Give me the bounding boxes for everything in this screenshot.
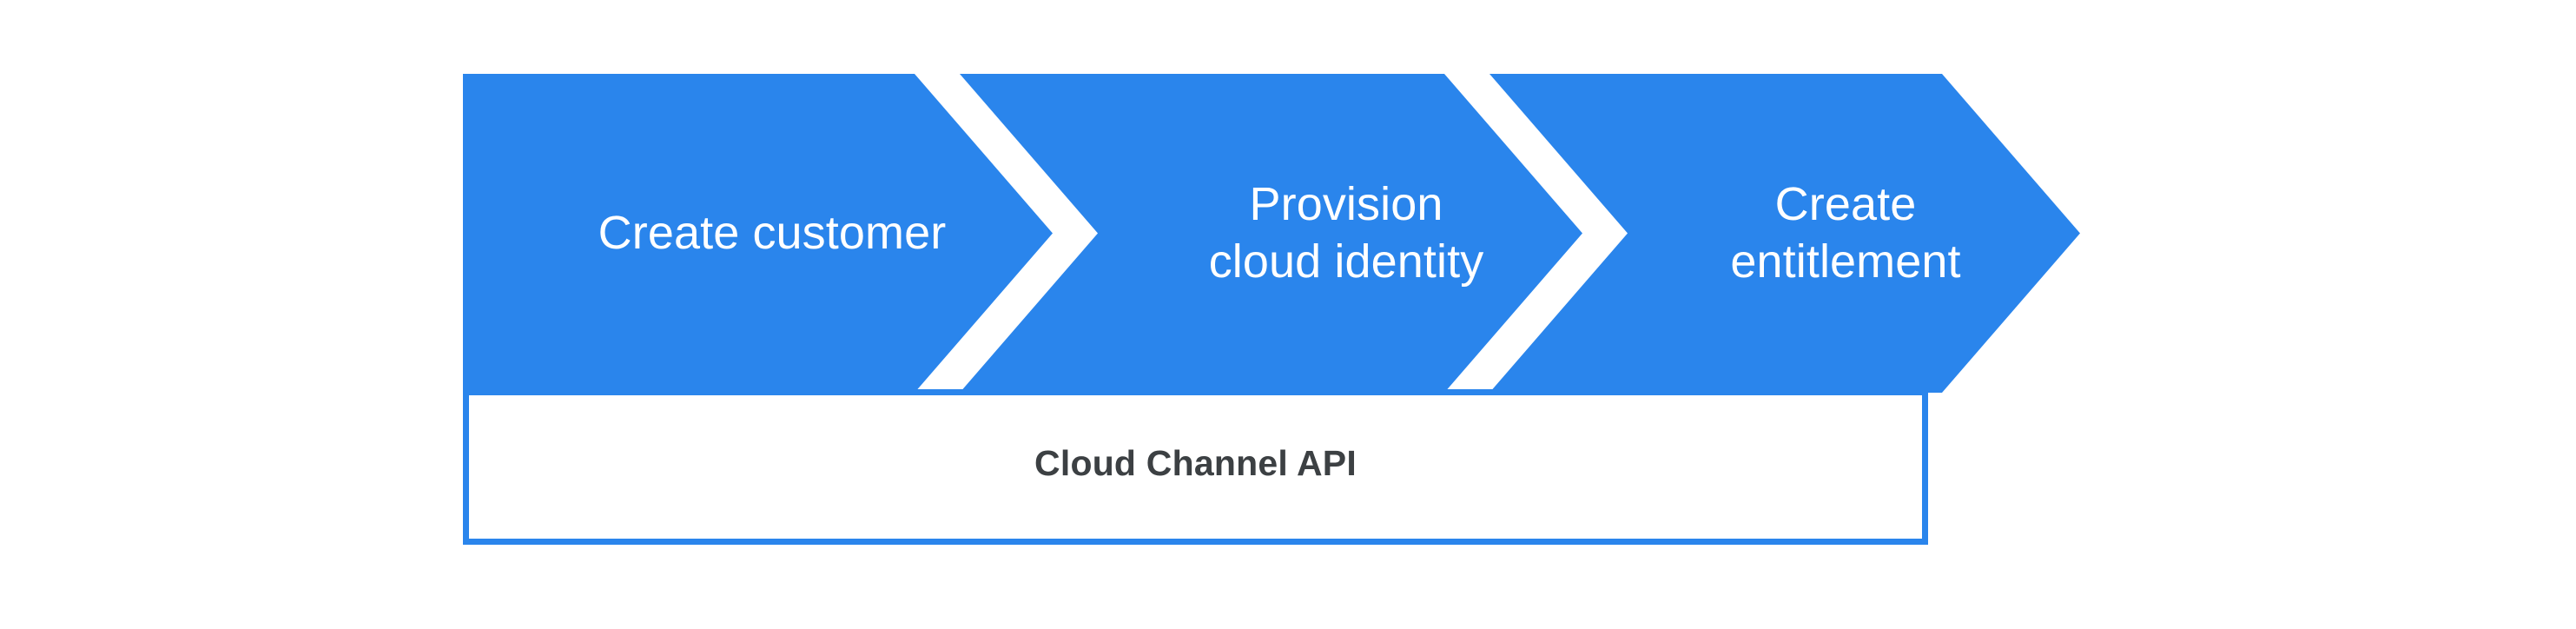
chevron-step-1-label: Create customer <box>598 206 947 259</box>
chevron-separator-1 <box>915 74 1098 393</box>
cloud-channel-api-label: Cloud Channel API <box>1034 443 1357 483</box>
chevron-band-base <box>463 74 2080 393</box>
chevron-step-3-label: Create entitlement <box>1730 177 1961 288</box>
chevron-separator-2 <box>1444 74 1628 393</box>
cloud-channel-api-bar: Cloud Channel API <box>463 389 1928 545</box>
chevron-step-2-label: Provision cloud identity <box>1208 177 1484 288</box>
